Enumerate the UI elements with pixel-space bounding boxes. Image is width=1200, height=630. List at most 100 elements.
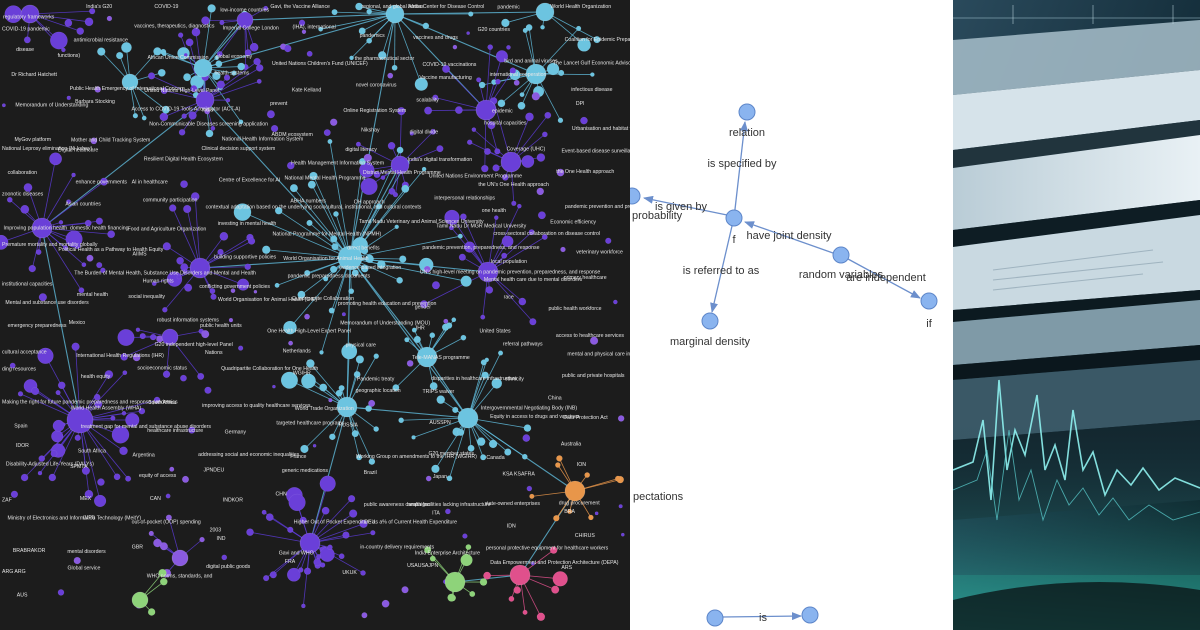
graph-node-label: CHN — [275, 491, 286, 497]
graph-node — [153, 396, 161, 404]
graph-node-label: race — [504, 295, 514, 301]
graph-node — [184, 283, 193, 292]
graph-node-label: Non-Communicable Diseases screening appl… — [149, 121, 268, 127]
graph-node-label: disease — [16, 47, 34, 53]
graph-node — [454, 106, 463, 114]
graph-node — [584, 472, 591, 478]
graph-edge — [309, 532, 373, 544]
graph-node-label: Argentina — [133, 452, 155, 458]
graph-node-label: World Trade Organization — [295, 406, 354, 412]
node-label-if: if — [926, 318, 932, 330]
graph-node — [228, 317, 234, 323]
graph-node — [104, 370, 114, 379]
graph-node-label: cultural acceptance — [2, 349, 47, 355]
graph-node-label: public awareness campaigns — [364, 502, 431, 508]
graph-node-label: prevent — [270, 101, 288, 107]
graph-edge — [41, 158, 56, 229]
graph-node — [525, 24, 533, 31]
node-is-target[interactable] — [801, 606, 819, 624]
graph-node — [52, 419, 65, 432]
graph-edge — [467, 359, 488, 419]
graph-node — [468, 11, 474, 17]
graph-node — [97, 47, 106, 56]
graph-node-label: Urbanisation and habitat fragmentation — [572, 126, 630, 132]
graph-node-label: Vaccine manufacturing — [419, 75, 471, 81]
graph-node — [238, 345, 244, 351]
graph-node — [121, 410, 127, 416]
graph-edge — [320, 13, 396, 30]
graph-node — [323, 129, 331, 137]
edge-is — [721, 612, 802, 621]
graph-edge — [423, 271, 489, 305]
graph-node — [478, 81, 486, 89]
node-if[interactable] — [920, 292, 938, 310]
graph-node-label: Political Health as a Pathway to Health … — [58, 247, 163, 253]
graph-node-label: mental health — [77, 292, 108, 298]
edge-is-referred-to-as — [710, 225, 733, 313]
node-probability[interactable] — [630, 187, 641, 205]
graph-node — [286, 567, 301, 582]
node-relation[interactable] — [738, 103, 756, 121]
graph-node — [355, 141, 361, 147]
graph-hub-node — [336, 396, 358, 418]
graph-node — [216, 80, 226, 89]
graph-node — [205, 129, 214, 138]
graph-node-label: health facilities lacking infrastructure — [407, 502, 490, 508]
graph-hub-node — [444, 571, 466, 593]
graph-node — [107, 230, 116, 239]
graph-hub-node — [500, 151, 522, 173]
graph-nodes — [0, 2, 625, 621]
graph-node — [96, 262, 103, 269]
graph-node — [620, 532, 625, 537]
graph-node-label: IDOR — [16, 443, 29, 449]
graph-node — [536, 153, 546, 162]
node-random-variables[interactable] — [832, 246, 850, 264]
graph-node — [567, 508, 573, 514]
graph-node-label: regulatory frameworks — [3, 15, 55, 21]
graph-node-label: Quadripartite Collaboration for One Heal… — [221, 366, 318, 372]
graph-node — [161, 105, 170, 114]
graph-node — [37, 347, 54, 364]
graph-node — [147, 72, 156, 80]
graph-node-label: improving access to quality healthcare s… — [202, 403, 311, 409]
graph-node — [306, 50, 313, 57]
graph-node — [521, 155, 535, 168]
graph-node-label: global economy — [216, 54, 253, 60]
graph-node-label: functions) — [58, 53, 81, 59]
graph-node-label: Global service — [68, 565, 101, 571]
graph-edge — [309, 483, 329, 544]
graph-node-label: conflicting government policies — [199, 284, 270, 290]
hub-link — [394, 13, 537, 75]
node-f[interactable] — [725, 209, 743, 227]
graph-node — [452, 44, 458, 50]
graph-node — [188, 111, 197, 120]
node-is-source[interactable] — [706, 609, 724, 627]
graph-node-label: World Health Organization — [550, 4, 611, 10]
graph-node-label: National Leprosy elimination (Ni-kshay) — [2, 146, 93, 152]
graph-node-label: Intergovernmental Negotiating Body (INB) — [481, 406, 578, 412]
graph-node-label: United Nations Environment Programme — [429, 173, 522, 179]
graph-node-label: novel coronavirus — [356, 83, 397, 89]
graph-node — [359, 162, 375, 178]
graph-node-label: SPMTA — [70, 464, 88, 470]
graph-node-label: Dr Richard Hatchett — [11, 72, 57, 78]
graph-node-label: direct benefits — [347, 246, 380, 252]
graph-node — [304, 269, 311, 277]
graph-node — [447, 593, 456, 602]
graph-node-label: The Burden of Mental Health, Substance U… — [74, 271, 256, 277]
graph-node-label: Centre of Excellence for AI — [219, 177, 280, 183]
graph-node — [501, 18, 510, 28]
graph-node — [423, 265, 431, 273]
graph-node — [366, 37, 373, 44]
node-marginal-density[interactable] — [701, 312, 719, 330]
edge-have-joint-density — [744, 221, 834, 254]
graph-node — [274, 206, 283, 215]
graph-node — [216, 51, 223, 57]
graph-node — [61, 47, 66, 53]
graph-hub-node — [193, 58, 213, 78]
graph-node — [50, 450, 58, 458]
graph-node — [517, 101, 526, 110]
graph-node-label: drug procurement — [559, 500, 601, 506]
graph-node — [223, 74, 231, 81]
graph-node-label: public health workforce — [548, 306, 601, 312]
